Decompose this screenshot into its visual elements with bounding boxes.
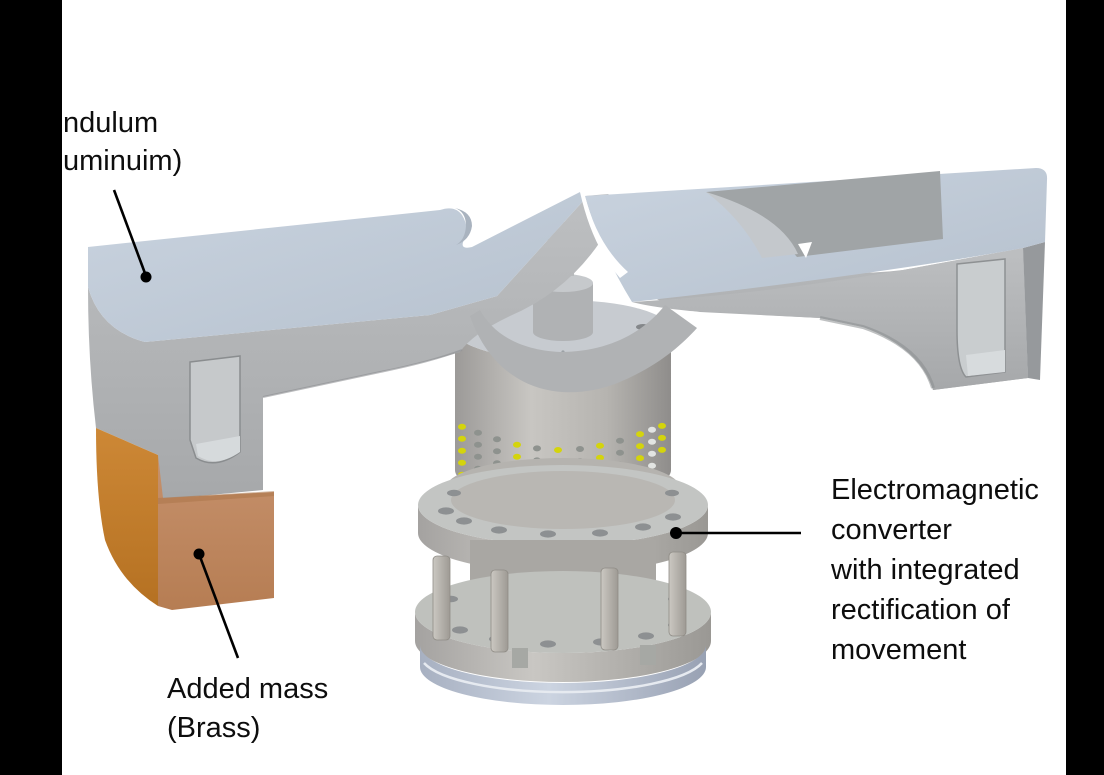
pendulum-arm-left	[88, 192, 697, 500]
left-arm-notch-shade	[455, 208, 472, 245]
right-arm-cutout-window	[706, 171, 943, 257]
lower-flange-side	[415, 612, 711, 682]
hub-side	[533, 283, 593, 341]
lower-flange-notches	[512, 645, 656, 668]
converter-label-line1: Electromagnetic	[831, 474, 1039, 506]
pendulum-arm-right	[585, 168, 1048, 390]
pendulum-label-line2: uminuim)	[63, 145, 183, 177]
leader-converter-dot	[670, 527, 682, 539]
left-arm-hub-clamp-band	[470, 305, 697, 393]
added-mass-block	[96, 428, 274, 610]
base-disc	[420, 645, 706, 705]
upper-flange-inner-ring	[451, 471, 675, 529]
right-arm-cutout-sweep	[706, 192, 798, 258]
arm-gap	[580, 192, 628, 278]
leader-added-mass-dot	[193, 548, 205, 560]
added-mass-label: Added mass (Brass)	[167, 670, 328, 748]
letterbox-bar-right	[1066, 0, 1104, 775]
right-leg-slot	[956, 258, 1006, 378]
left-arm-top-face	[88, 192, 584, 342]
brass-side-face	[96, 428, 158, 606]
converter-label-line5: movement	[831, 634, 967, 666]
base-disc-rim-highlight	[423, 662, 703, 694]
upper-flange-bolt-holes	[438, 489, 681, 538]
leader-pendulum	[112, 189, 152, 283]
converter-label-line4: rectification of	[831, 594, 1010, 626]
right-leg-slot-floor	[966, 350, 1005, 376]
converter-label-line2: converter	[831, 514, 952, 546]
lower-flange-top	[415, 571, 711, 653]
leader-lines	[112, 189, 801, 659]
pendulum-label: ndulum uminuim)	[63, 104, 182, 180]
added-mass-label-line1: Added mass	[167, 673, 329, 705]
letterbox-bar-left	[0, 0, 62, 775]
standoff-posts	[432, 551, 687, 653]
left-leg-slot-floor	[196, 436, 240, 462]
left-arm-bottom-shade	[262, 349, 463, 398]
leader-converter	[670, 527, 801, 539]
added-mass-label-line2: (Brass)	[167, 712, 261, 744]
right-arm-arch-shadow	[819, 316, 935, 389]
leader-pendulum-dot	[140, 271, 152, 283]
right-arm-cutout-hole	[798, 242, 812, 258]
brass-top-shade	[158, 491, 274, 504]
pendulum-label-line1: ndulum	[63, 107, 159, 139]
converter-label-line3: with integrated	[831, 554, 1020, 586]
leader-added-mass	[193, 548, 240, 659]
right-arm-side-face	[1023, 242, 1045, 380]
converter-label: Electromagnetic converter with integrate…	[831, 470, 1039, 670]
left-leg-slot	[189, 355, 241, 464]
